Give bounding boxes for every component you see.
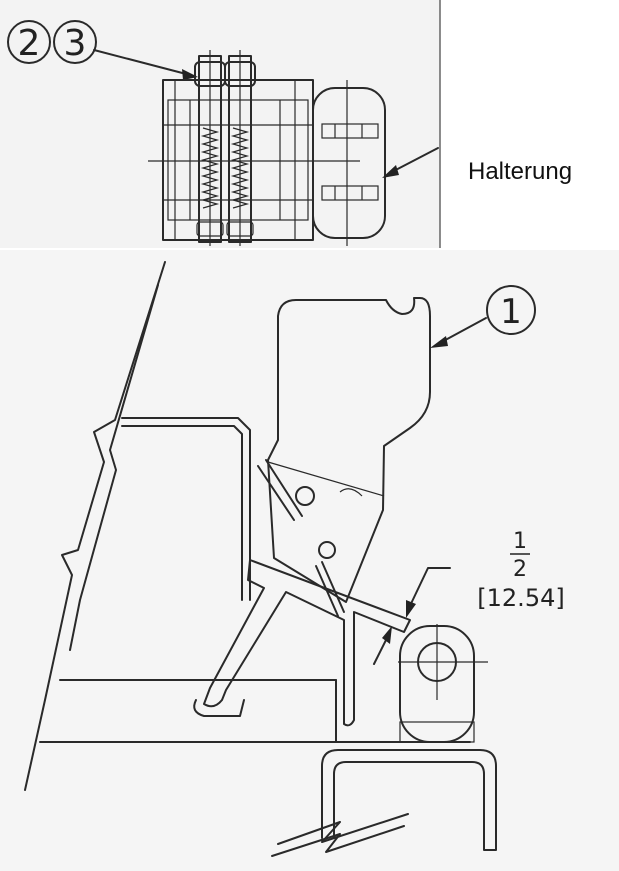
bottom-bracket — [321, 749, 497, 851]
bottom-break-line — [277, 813, 409, 845]
extrusion-profile — [203, 559, 411, 727]
holder-slot — [321, 185, 379, 201]
hinge-lever-part-1 — [267, 297, 431, 603]
spring-rod — [265, 459, 303, 517]
spring-rod — [315, 565, 339, 617]
callout-bubble-2 — [7, 20, 51, 64]
break-line-outer — [24, 261, 166, 791]
holder-slot — [321, 123, 379, 139]
dimension-fraction-numerator: 1 — [513, 529, 527, 554]
holder-label: Halterung — [468, 158, 573, 185]
callout-1-label: 1 — [500, 292, 522, 332]
callout-1-arrowhead — [430, 336, 448, 348]
bolt-nut — [196, 221, 224, 237]
top-view: 2 3 — [7, 20, 439, 246]
break-line-inner — [69, 284, 159, 651]
callout-2-3-leader — [93, 49, 191, 76]
profile-lip — [193, 699, 245, 717]
spring-left — [200, 127, 220, 209]
lever-hole-upper — [295, 486, 315, 506]
bolt-nut — [226, 221, 254, 237]
lever-notch — [339, 488, 363, 497]
holder-outline — [312, 87, 386, 239]
dimension-arrow-upper — [406, 600, 416, 618]
callout-bubble-1 — [486, 285, 536, 335]
frame-top-rail-inner — [121, 425, 243, 601]
frame-top-rail — [121, 417, 251, 601]
lever-hole-lower — [318, 541, 336, 559]
pivot-base — [399, 721, 475, 743]
callout-2-label: 2 — [18, 23, 41, 64]
holder-arrowhead — [382, 165, 399, 178]
hinge-body-inner — [167, 99, 309, 221]
bottom-view-panel — [0, 250, 619, 871]
bottom-break-line-2 — [271, 825, 405, 857]
dimension-arrow-lower — [382, 626, 392, 644]
spring-rod — [321, 561, 345, 613]
side-view: 1 1 2 [12.54] — [24, 261, 565, 857]
callout-3-label: 3 — [64, 23, 87, 64]
callout-bubble-3 — [53, 20, 97, 64]
dimension-metric-value: [12.54] — [477, 584, 564, 612]
spring-right — [230, 127, 250, 209]
lever-edge — [267, 461, 385, 497]
spring-rod — [257, 465, 295, 521]
dimension-fraction-denominator: 2 — [513, 557, 527, 582]
dimension-leader — [407, 567, 451, 611]
